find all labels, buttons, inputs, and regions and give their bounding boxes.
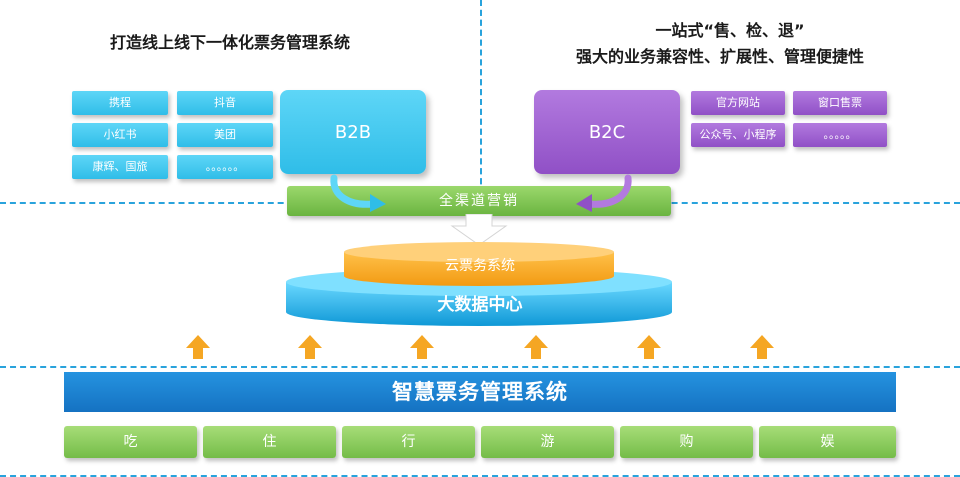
- big-data-center-layer: 大数据中心: [437, 295, 523, 315]
- tag-meituan: 美团: [177, 123, 273, 147]
- right-panel-title-line2: 强大的业务兼容性、扩展性、管理便捷性: [575, 47, 864, 66]
- item-tour: 游: [481, 426, 614, 458]
- curved-arrow-icon: [576, 174, 632, 212]
- right-panel-frame: [480, 0, 960, 204]
- down-arrow-icon: [450, 214, 508, 246]
- tag-ellipsis-left: 。。。。。。: [177, 155, 273, 179]
- right-panel-title-line1: 一站式“售、检、退”: [655, 21, 805, 40]
- tag-kanghui-guolv: 康辉、国旅: [72, 155, 168, 179]
- tag-official-site: 官方网站: [691, 91, 785, 115]
- item-eat: 吃: [64, 426, 197, 458]
- up-arrow-icon: [298, 335, 322, 359]
- tag-xiaohongshu: 小红书: [72, 123, 168, 147]
- item-shop: 购: [620, 426, 753, 458]
- up-arrow-icon: [524, 335, 548, 359]
- smart-ticketing-system-bar: 智慧票务管理系统: [64, 372, 896, 412]
- tag-douyin: 抖音: [177, 91, 273, 115]
- up-arrow-icon: [186, 335, 210, 359]
- left-panel-title: 打造线上线下一体化票务管理系统: [109, 33, 350, 52]
- tag-ctrip: 携程: [72, 91, 168, 115]
- tag-ellipsis-right: 。。。。。: [793, 123, 887, 147]
- up-arrow-icon: [637, 335, 661, 359]
- b2c-tile: B2C: [534, 90, 680, 174]
- up-arrow-icon: [410, 335, 434, 359]
- b2b-tile: B2B: [280, 90, 426, 174]
- item-entertainment: 娱: [759, 426, 896, 458]
- platform-stack: [286, 242, 672, 326]
- cloud-ticketing-layer: 云票务系统: [445, 258, 515, 274]
- item-travel: 行: [342, 426, 475, 458]
- curved-arrow-icon: [330, 174, 386, 212]
- tag-window-ticketing: 窗口售票: [793, 91, 887, 115]
- up-arrow-icon: [750, 335, 774, 359]
- bottom-panel-frame: [0, 366, 960, 477]
- item-stay: 住: [203, 426, 336, 458]
- tag-wechat-miniprogram: 公众号、小程序: [691, 123, 785, 147]
